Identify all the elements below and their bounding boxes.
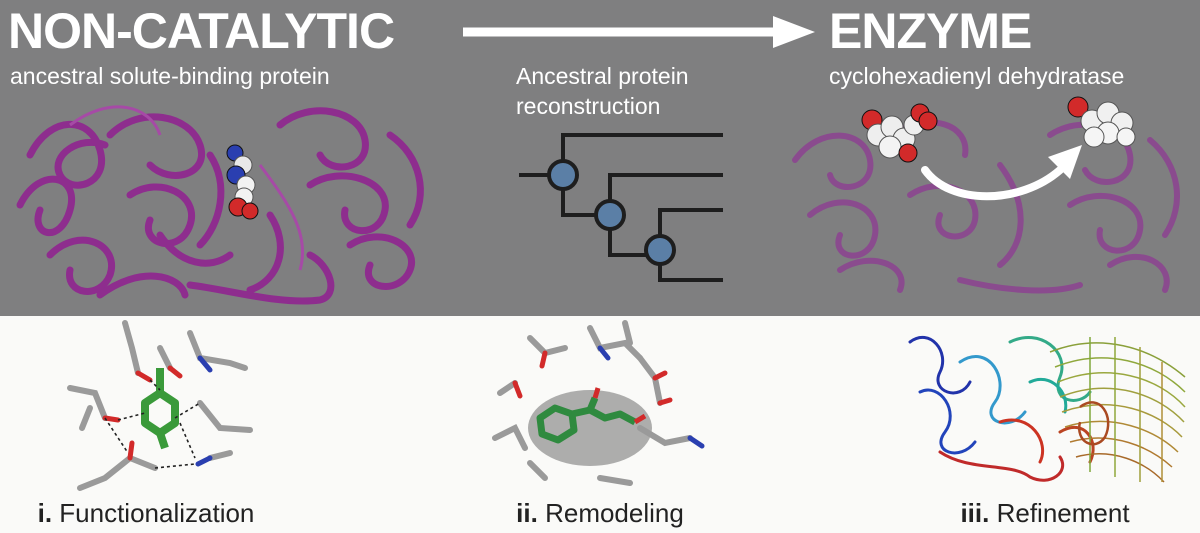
product-spheres: [1067, 96, 1136, 148]
remodeling-structure: [492, 320, 705, 486]
step-caption-refinement: iii. Refinement: [960, 499, 1129, 528]
ligand-ring: [141, 368, 179, 450]
refinement-structure: [908, 335, 1186, 483]
enzyme-title: ENZYME: [829, 3, 1032, 59]
step-numeral-ii: ii.: [516, 498, 538, 528]
step-label-refinement: Refinement: [996, 498, 1130, 528]
step-caption-functionalization: i. Functionalization: [38, 499, 255, 528]
right-subtitle: cyclohexadienyl dehydratase: [829, 63, 1125, 89]
reaction-arrow: [921, 166, 1064, 201]
bound-ligand-spheres: [226, 144, 259, 220]
enzyme-protein-structure: [792, 96, 1180, 294]
solute-binding-protein-structure: [16, 105, 424, 305]
ancestral-node-1: [547, 159, 579, 191]
substrate-stick: [536, 396, 637, 444]
ancestral-node-3: [644, 234, 676, 266]
non-catalytic-title: NON-CATALYTIC: [8, 3, 395, 59]
substrate-spheres: [861, 103, 938, 163]
middle-label-line1: Ancestral protein: [516, 63, 689, 89]
step-caption-remodeling: ii. Remodeling: [516, 499, 684, 528]
step-label-functionalization: Functionalization: [59, 498, 255, 528]
left-subtitle: ancestral solute-binding protein: [10, 63, 330, 89]
reaction-arrowhead: [1048, 145, 1082, 179]
step-label-remodeling: Remodeling: [545, 498, 684, 528]
evolution-arrow: [463, 16, 815, 48]
phylogenetic-tree: [519, 133, 723, 282]
step-numeral-i: i.: [37, 498, 53, 528]
middle-label-line2: reconstruction: [516, 93, 661, 119]
functionalization-structure: [67, 320, 253, 491]
fitted-model-mesh: [1049, 337, 1186, 483]
step-numeral-iii: iii.: [960, 498, 990, 528]
ancestral-node-2: [594, 199, 626, 231]
